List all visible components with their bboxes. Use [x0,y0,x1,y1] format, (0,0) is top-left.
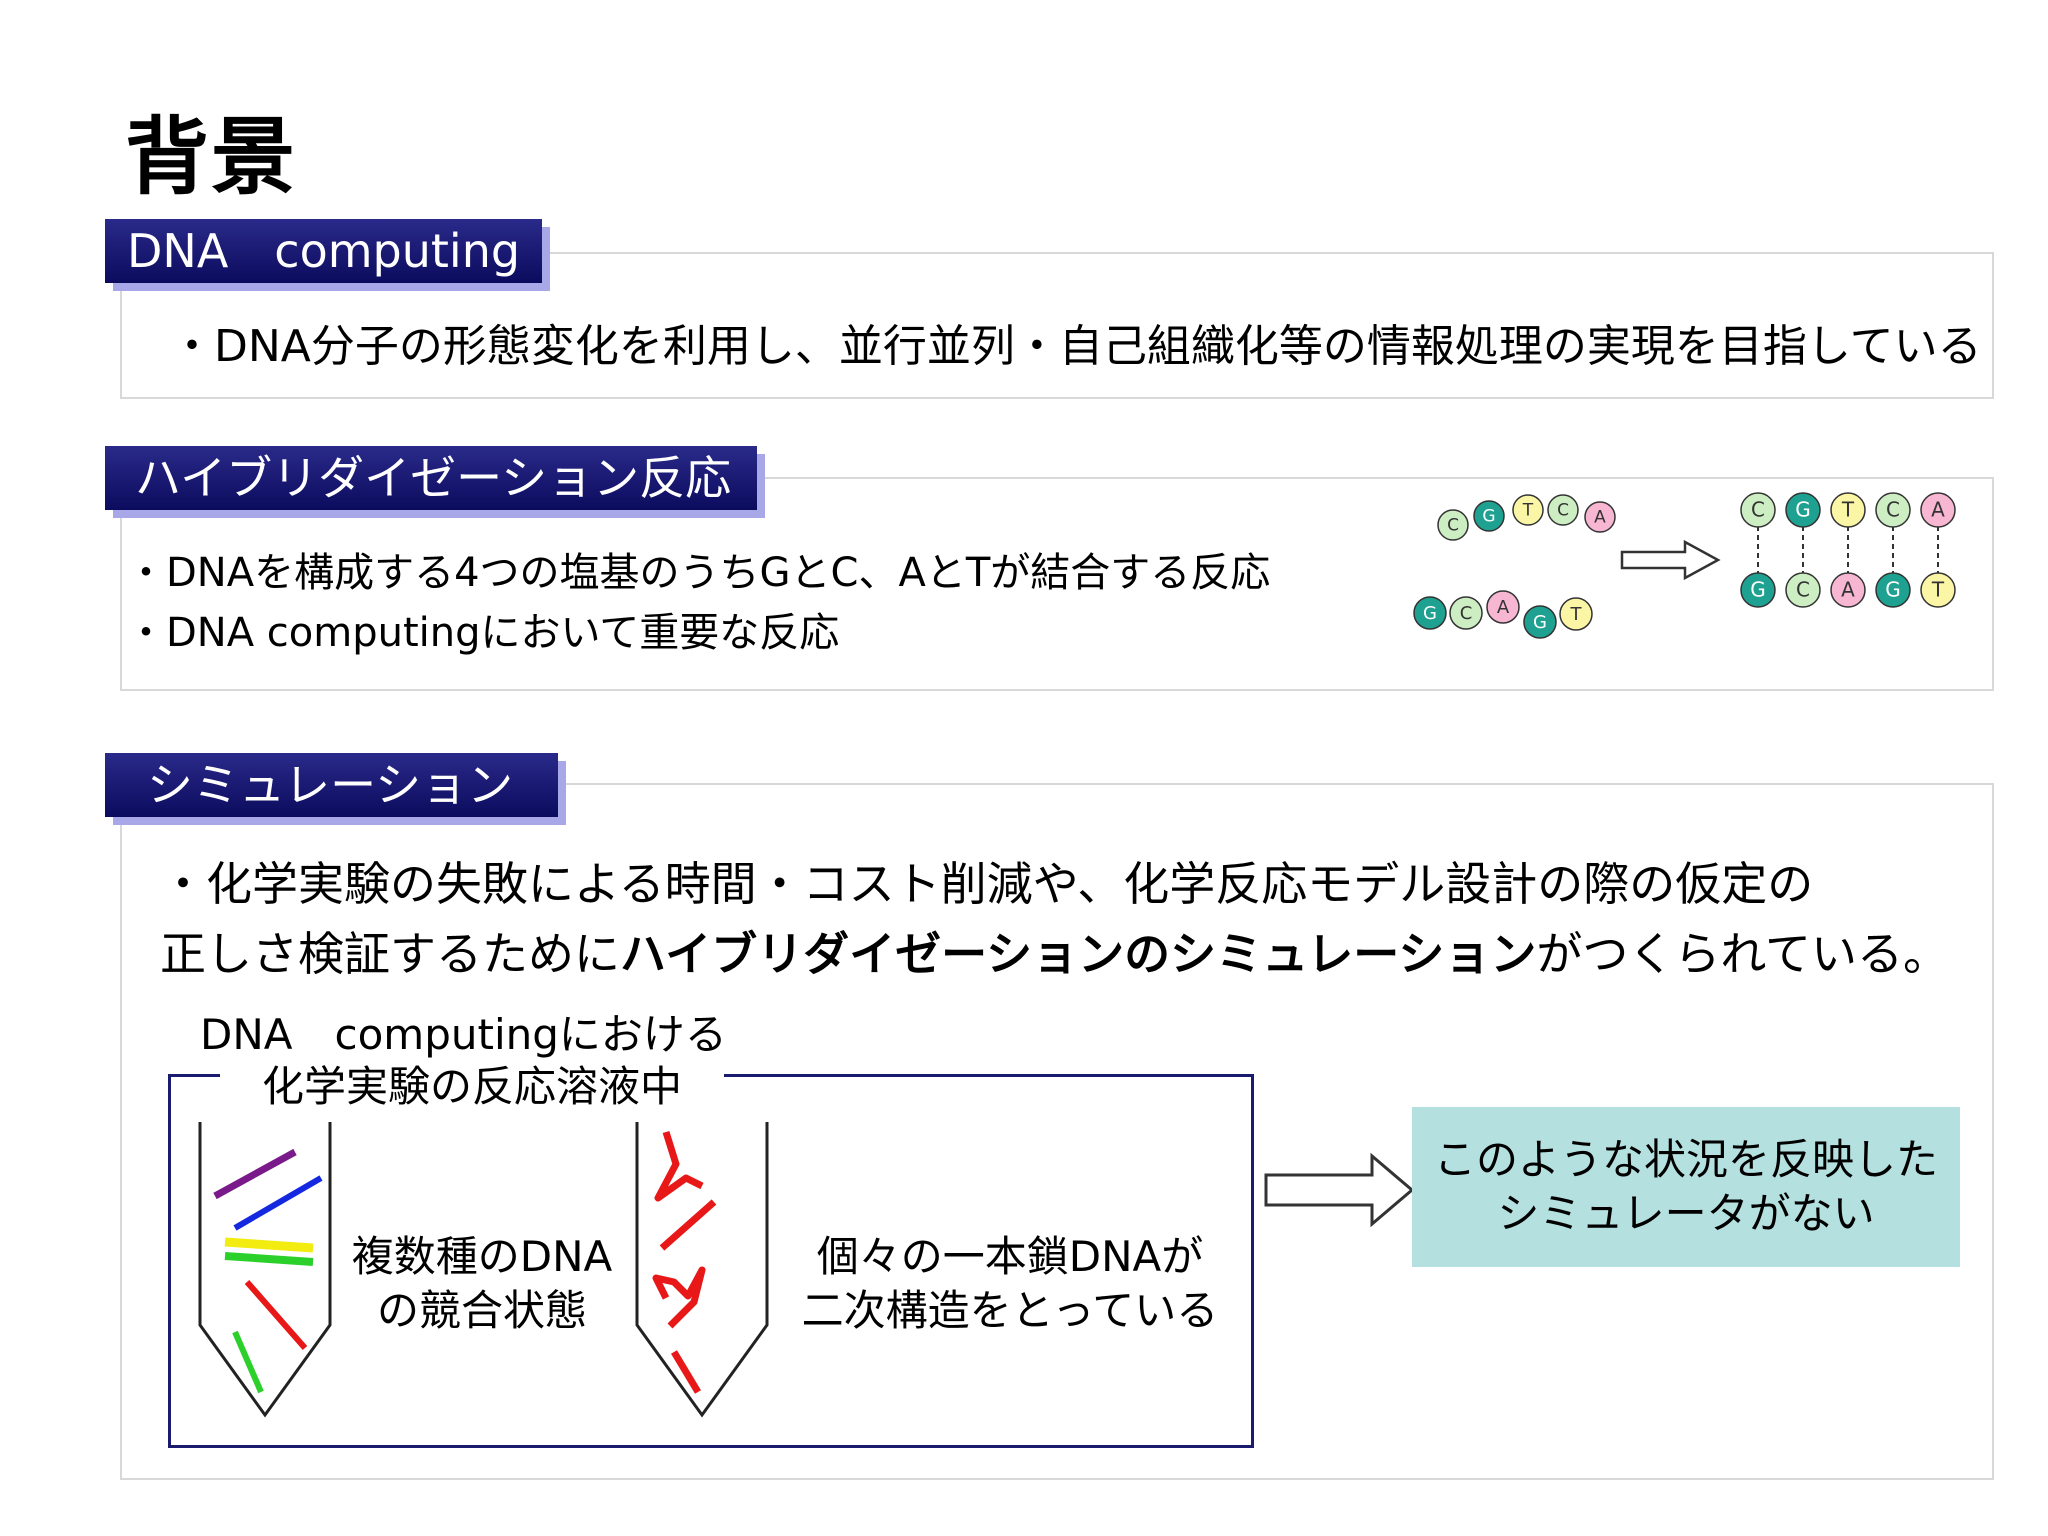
paired-bottom-base-2: A [1830,572,1866,608]
label-competing-1: 複数種のDNA [351,1232,613,1281]
svg-text:G: G [1750,577,1766,601]
paired-bottom-base-0: G [1740,572,1776,608]
dna-computing-tab: DNA computing [105,219,543,283]
single-bottom-base-4: T [1559,597,1593,631]
hybridization-bullet-1: ・DNAを構成する4つの塩基のうちGとC、AとTが結合する反応 [126,550,1271,596]
hybridization-bullet-2: ・DNA computingにおいて重要な反応 [126,610,840,656]
svg-text:A: A [1931,497,1945,521]
panel-caption-1: DNA computingにおける [200,1010,727,1059]
single-top-base-0: C [1437,509,1469,541]
page-title: 背景 [125,108,298,206]
svg-text:G: G [1885,577,1901,601]
svg-text:C: C [1460,603,1473,624]
hairpin-strand-1 [654,1130,704,1202]
paired-top-base-1: G [1785,492,1821,528]
svg-text:C: C [1796,577,1810,601]
dna-strand-green-2 [232,1330,264,1394]
svg-text:A: A [1497,597,1510,618]
single-bottom-base-2: A [1486,590,1520,624]
no-simulator-note: このような状況を反映した シミュレータがない [1412,1107,1960,1267]
label-competing-2: の競合状態 [376,1286,587,1335]
single-top-base-4: A [1584,501,1616,533]
paired-top-base-2: T [1830,492,1866,528]
dna-computing-bullet: ・DNA分子の形態変化を利用し、並行並列・自己組織化等の情報処理の実現を目指して… [170,321,1982,372]
single-bottom-base-1: C [1449,596,1483,630]
simulation-line-2-post: がつくられている。 [1536,927,1949,981]
simulation-line-2-bold: ハイブリダイゼーションのシミュレーション [620,927,1537,981]
hairpin-strand-3 [652,1266,706,1329]
paired-bottom-base-1: C [1785,572,1821,608]
svg-text:G: G [1533,612,1547,633]
single-top-base-1: G [1473,500,1505,532]
dna-strand-green [224,1252,314,1266]
svg-text:T: T [1522,501,1534,521]
svg-text:C: C [1557,501,1569,521]
arrow-right-icon [1620,539,1721,581]
svg-text:G: G [1423,603,1437,624]
simulation-line-1-text: ・化学実験の失敗による時間・コスト削減や、化学反応モデル設計の際の仮定の [160,857,1814,911]
simulation-tab: シミュレーション [105,753,559,817]
svg-text:T: T [1570,604,1583,625]
hairpin-strand-4 [670,1350,702,1394]
hybridization-diagram: C G T C A G C A G T C G T C A G C A G T [1413,492,1956,639]
paired-top-base-0: C [1740,492,1776,528]
paired-top-base-4: A [1920,492,1956,528]
svg-text:C: C [1886,497,1900,521]
svg-text:A: A [1841,577,1855,601]
hybridization-tab: ハイブリダイゼーション反応 [105,446,758,510]
paired-top-base-3: C [1875,492,1911,528]
single-top-base-2: T [1512,494,1544,526]
no-simulator-note-line-2: シミュレータがない [1497,1189,1875,1238]
paired-bottom-base-3: G [1875,572,1911,608]
panel-caption-2: 化学実験の反応溶液中 [220,1060,724,1114]
svg-text:T: T [1841,497,1855,521]
svg-text:C: C [1751,497,1765,521]
no-simulator-note-line-1: このような状況を反映した [1433,1135,1938,1184]
hairpin-strand-2 [659,1199,717,1251]
test-tube-secondary-structure [635,1122,769,1418]
dna-strand-yellow [224,1237,314,1253]
svg-text:G: G [1795,497,1811,521]
label-secondary-2: 二次構造をとっている [801,1286,1219,1335]
label-secondary-1: 個々の一本鎖DNAが [816,1232,1204,1281]
test-tube-competing [198,1122,332,1418]
svg-text:T: T [1931,577,1945,601]
simulation-line-2: 正しさ検証するためにハイブリダイゼーションのシミュレーションがつくられている。 [160,918,1949,984]
svg-text:G: G [1482,507,1495,527]
single-bottom-base-3: G [1523,605,1557,639]
single-bottom-base-0: G [1413,596,1447,630]
dna-strand-purple [213,1148,297,1200]
svg-text:C: C [1447,516,1459,536]
single-top-base-3: C [1547,494,1579,526]
arrow-right-icon [1264,1152,1415,1228]
svg-text:A: A [1594,508,1606,528]
simulation-line-2-pre: 正しさ検証するために [160,927,620,981]
dna-strand-red [244,1280,308,1350]
simulation-line-1: ・化学実験の失敗による時間・コスト削減や、化学反応モデル設計の際の仮定の [160,848,1813,914]
dna-strand-blue [233,1175,323,1231]
paired-bottom-base-4: T [1920,572,1956,608]
hybridization-box [120,477,1994,691]
